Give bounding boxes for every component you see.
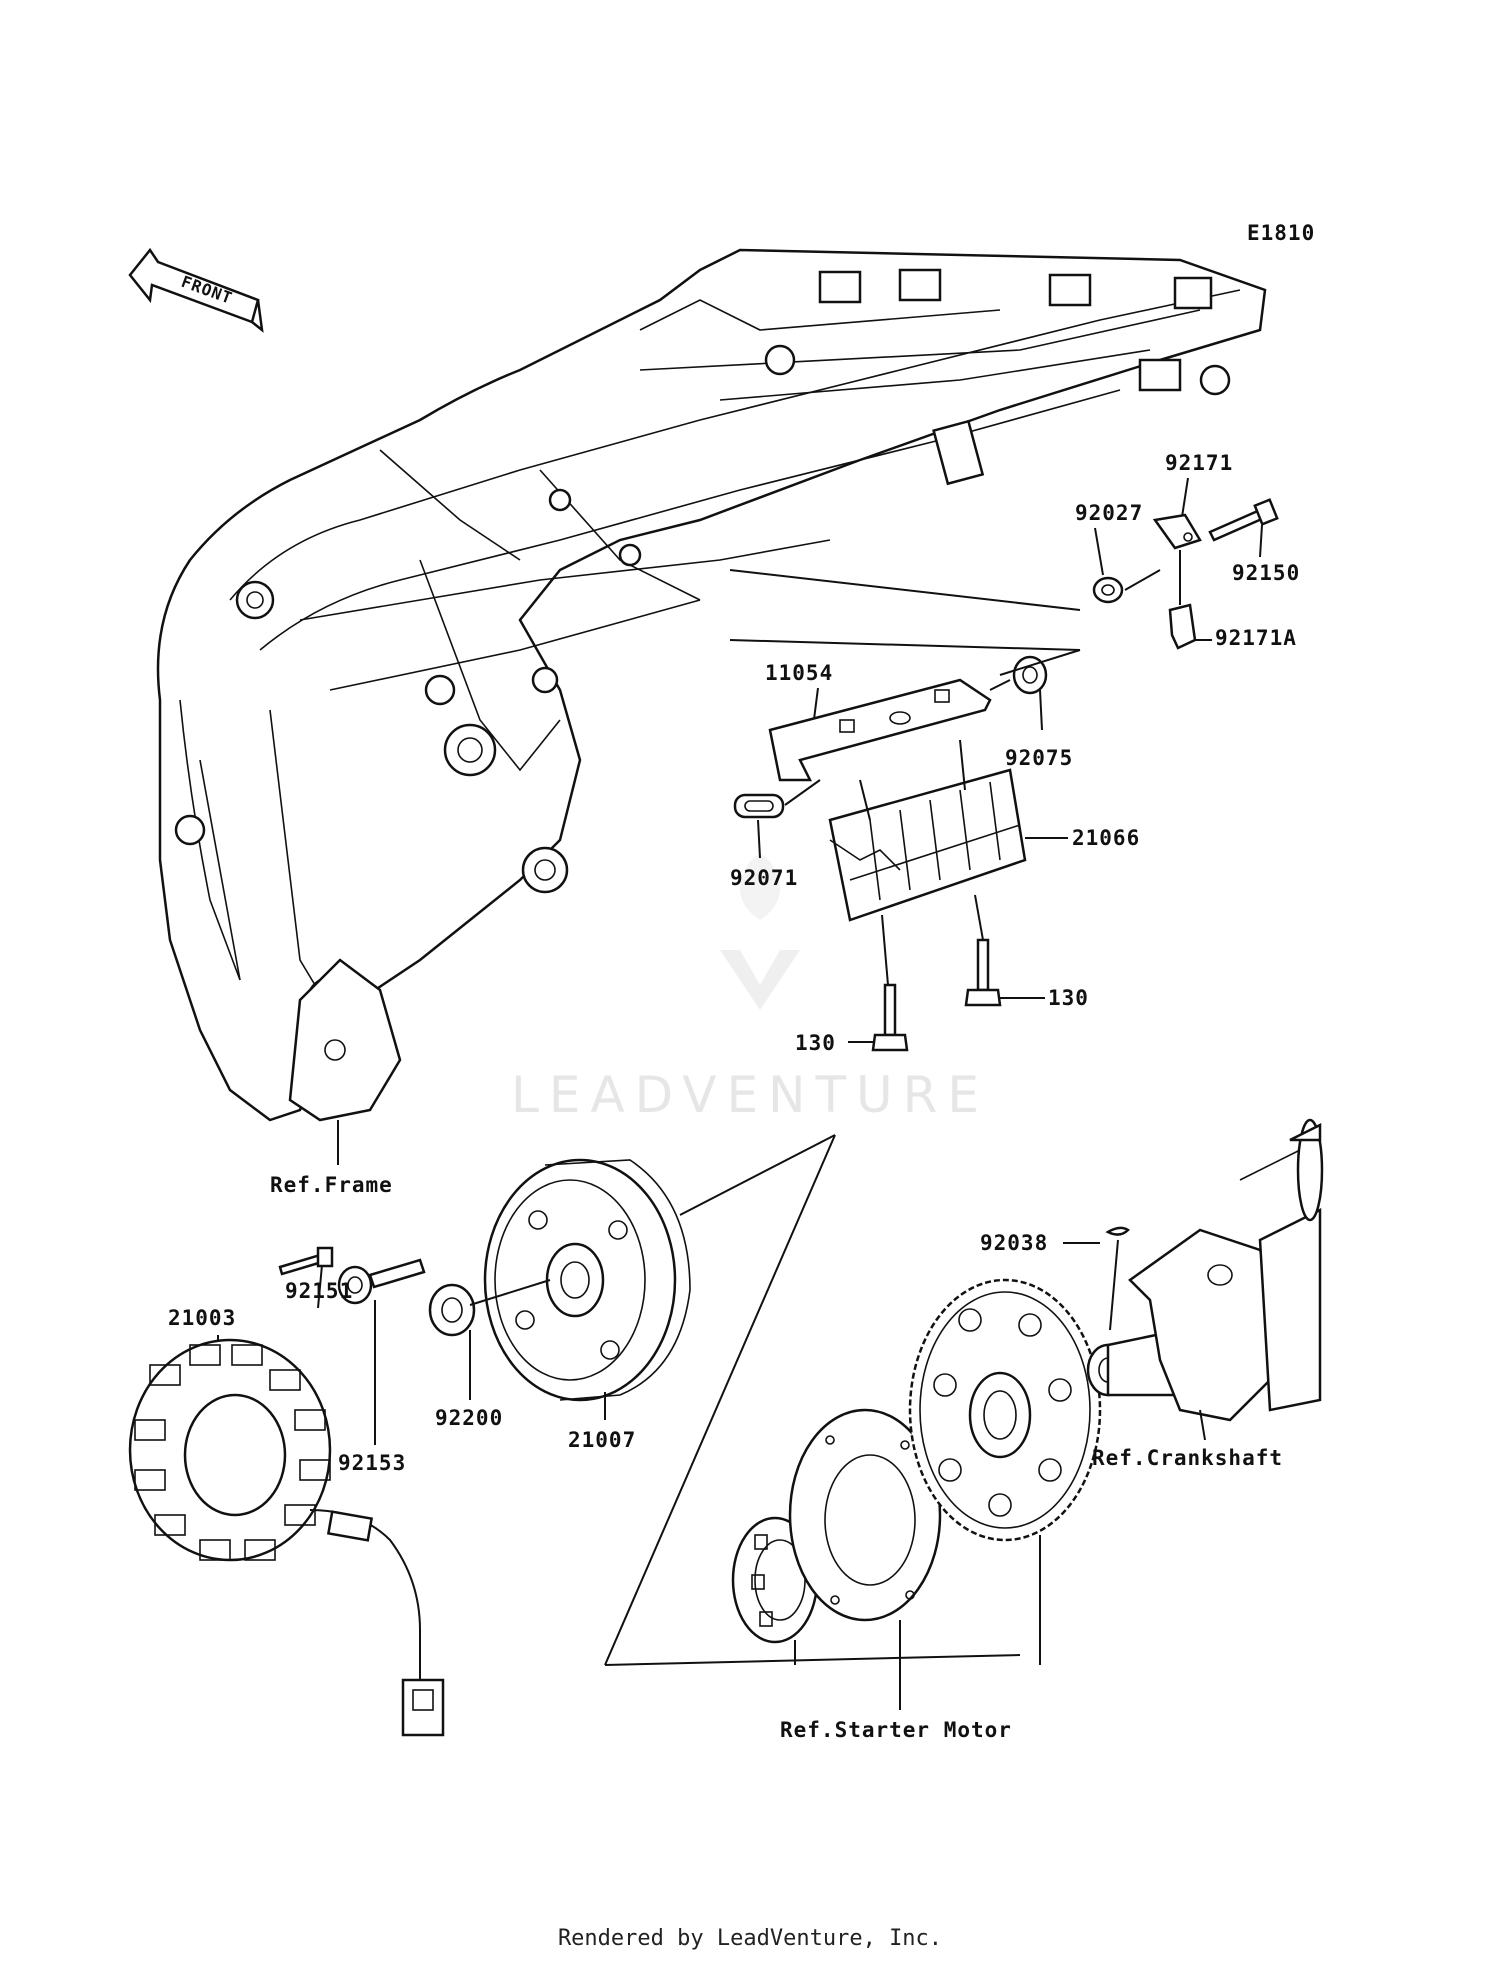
label-21007: 21007: [568, 1428, 636, 1452]
label-92200: 92200: [435, 1406, 503, 1430]
part-clutch-housing[interactable]: [788, 1408, 942, 1622]
part-starter-gear[interactable]: [908, 1278, 1102, 1542]
label-130-left: 130: [795, 1031, 836, 1055]
watermark-logo: [720, 855, 800, 1010]
part-crankshaft[interactable]: [1086, 1118, 1324, 1422]
frame: [156, 248, 1267, 1122]
footer-credit: Rendered by LeadVenture, Inc.: [558, 1926, 942, 1951]
part-92171A[interactable]: [1168, 603, 1197, 650]
label-92027: 92027: [1075, 501, 1143, 525]
label-92038: 92038: [980, 1231, 1048, 1255]
part-92151[interactable]: [278, 1246, 334, 1276]
label-92071: 92071: [730, 866, 798, 890]
label-92171A: 92171A: [1215, 626, 1297, 650]
label-11054: 11054: [765, 661, 833, 685]
part-92075[interactable]: [1012, 655, 1048, 695]
part-92153[interactable]: [337, 1258, 426, 1305]
label-92171: 92171: [1165, 451, 1233, 475]
label-130-right: 130: [1048, 986, 1089, 1010]
part-21007[interactable]: [483, 1158, 691, 1402]
label-92153: 92153: [338, 1451, 406, 1475]
ref-frame-label: Ref.Frame: [270, 1173, 393, 1197]
label-21066: 21066: [1072, 826, 1140, 850]
part-130-right[interactable]: [964, 938, 1002, 1007]
part-130-left[interactable]: [871, 983, 909, 1052]
part-11054[interactable]: [768, 678, 992, 782]
front-arrow: FRONT: [128, 247, 264, 333]
part-92171[interactable]: [1152, 513, 1202, 550]
part-92071[interactable]: [733, 793, 785, 819]
diagram-code: E1810: [1247, 221, 1315, 245]
part-92200[interactable]: [428, 1283, 476, 1337]
part-92038[interactable]: [1105, 1226, 1130, 1236]
ref-crankshaft-label: Ref.Crankshaft: [1092, 1446, 1283, 1470]
part-92027[interactable]: [1092, 576, 1124, 604]
part-21003[interactable]: [128, 1338, 445, 1737]
part-92150[interactable]: [1208, 498, 1279, 542]
ref-starter-motor-label: Ref.Starter Motor: [780, 1718, 1012, 1742]
label-92075: 92075: [1005, 746, 1073, 770]
watermark-text: LEADVENTURE: [511, 1066, 989, 1124]
part-21066[interactable]: [828, 768, 1027, 922]
label-21003: 21003: [168, 1306, 236, 1330]
label-92150: 92150: [1232, 561, 1300, 585]
